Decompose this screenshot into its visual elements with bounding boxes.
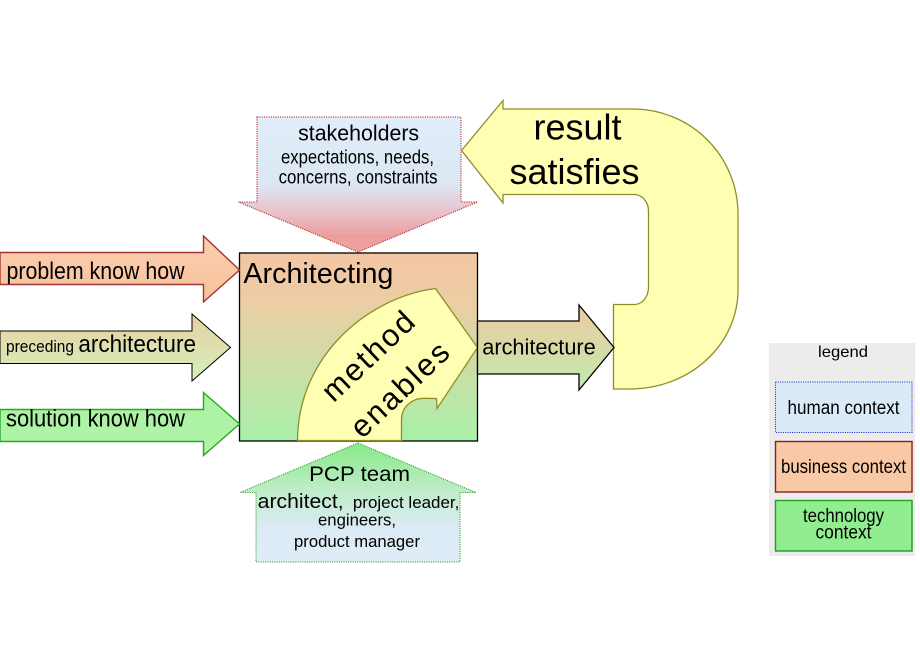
svg-text:satisfies: satisfies bbox=[509, 151, 639, 192]
svg-text:context: context bbox=[816, 523, 873, 544]
svg-text:project leader,: project leader, bbox=[353, 493, 459, 512]
svg-text:problem know how: problem know how bbox=[7, 258, 185, 285]
svg-text:product manager: product manager bbox=[294, 532, 420, 551]
svg-text:result: result bbox=[533, 107, 621, 148]
svg-text:stakeholders: stakeholders bbox=[298, 121, 419, 146]
svg-text:expectations, needs,: expectations, needs, bbox=[281, 147, 434, 169]
svg-text:technology: technology bbox=[803, 506, 884, 527]
svg-text:concerns, constraints: concerns, constraints bbox=[279, 166, 438, 188]
svg-text:PCP team: PCP team bbox=[309, 462, 410, 486]
svg-text:human context: human context bbox=[788, 398, 901, 419]
svg-text:architecture: architecture bbox=[482, 335, 596, 360]
svg-text:Architecting: Architecting bbox=[243, 258, 393, 290]
svg-text:business context: business context bbox=[781, 457, 907, 478]
svg-text:solution know how: solution know how bbox=[6, 406, 185, 433]
svg-text:architect,: architect, bbox=[258, 490, 344, 513]
svg-text:engineers,: engineers, bbox=[318, 511, 396, 530]
svg-text:legend: legend bbox=[818, 344, 868, 361]
